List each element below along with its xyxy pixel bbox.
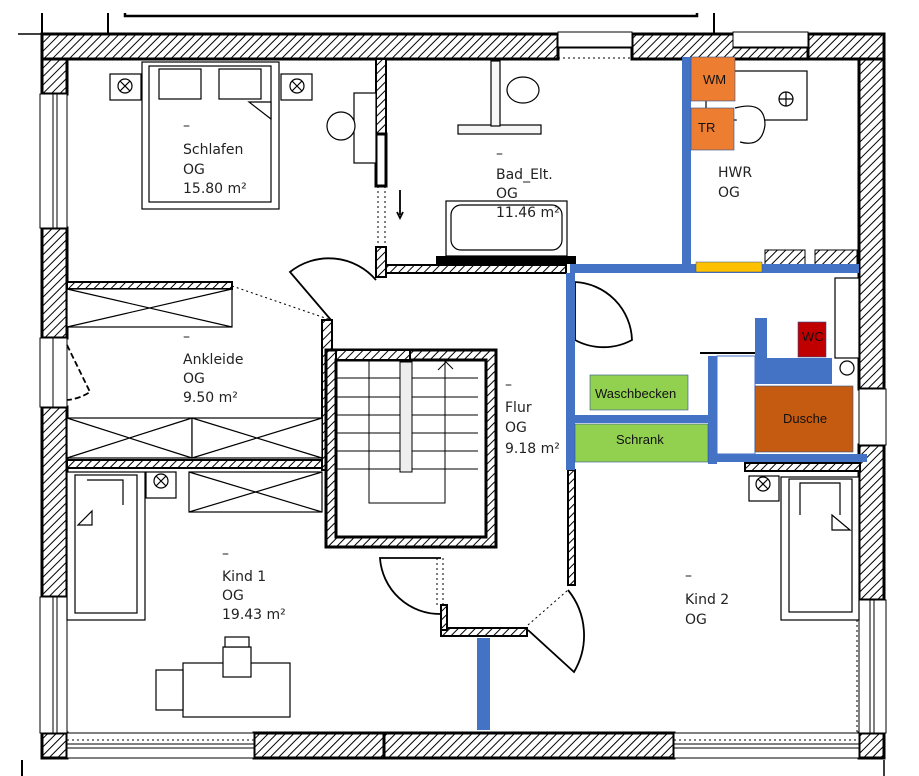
- annotation-wm: WM: [690, 56, 736, 102]
- new-wall: [682, 57, 691, 269]
- svg-text:Bad_Elt.: Bad_Elt.: [496, 167, 553, 183]
- windows: [39, 31, 887, 759]
- new-wall: [477, 638, 490, 730]
- stairwell: [324, 348, 498, 549]
- room-label-hwr: HWR OG: [718, 165, 752, 201]
- svg-text:11.46 m²: 11.46 m²: [496, 205, 560, 221]
- toilet-icon: [506, 76, 540, 104]
- svg-text:Waschbecken: Waschbecken: [595, 386, 676, 401]
- highlight-bar: [695, 261, 763, 273]
- doors: [66, 190, 633, 674]
- annotation-wc: WC: [797, 321, 827, 358]
- svg-text:Flur: Flur: [505, 400, 532, 416]
- svg-text:9.18 m²: 9.18 m²: [505, 441, 560, 457]
- svg-text:OG: OG: [718, 185, 740, 201]
- room-label-kind1: – Kind 1 OG 19.43 m²: [222, 546, 286, 623]
- annotation-waschbecken: Waschbecken: [589, 374, 689, 411]
- chair: [222, 646, 252, 678]
- room-label-bad: – Bad_Elt. OG 11.46 m²: [496, 146, 560, 221]
- new-wall: [566, 415, 713, 423]
- new-wall: [708, 356, 717, 464]
- annotation-schrank: Schrank: [574, 423, 709, 463]
- furniture: [66, 60, 860, 718]
- room-label-kind2: – Kind 2 OG: [685, 568, 729, 628]
- svg-text:15.80 m²: 15.80 m²: [183, 181, 247, 197]
- svg-text:Schrank: Schrank: [616, 432, 664, 447]
- new-wall: [755, 318, 767, 358]
- svg-text:–: –: [505, 377, 512, 393]
- svg-text:OG: OG: [505, 420, 527, 436]
- svg-text:–: –: [222, 546, 229, 562]
- svg-text:OG: OG: [685, 612, 707, 628]
- svg-text:WM: WM: [703, 72, 726, 87]
- svg-text:Kind 2: Kind 2: [685, 592, 729, 608]
- svg-text:TR: TR: [698, 120, 715, 135]
- site-lines: [18, 13, 715, 35]
- new-wall: [755, 358, 832, 384]
- svg-text:OG: OG: [183, 371, 205, 387]
- svg-text:Ankleide: Ankleide: [183, 352, 243, 368]
- svg-text:OG: OG: [496, 186, 518, 202]
- door-openings: [67, 57, 859, 741]
- room-label-schlafen: – Schlafen OG 15.80 m²: [183, 118, 247, 197]
- svg-text:–: –: [183, 118, 190, 134]
- svg-text:–: –: [685, 568, 692, 584]
- annotation-dusche: Dusche: [754, 385, 854, 453]
- svg-text:OG: OG: [183, 162, 205, 178]
- new-wall: [717, 454, 867, 462]
- svg-text:9.50 m²: 9.50 m²: [183, 390, 238, 406]
- room-label-ankleide: – Ankleide OG 9.50 m²: [183, 329, 243, 406]
- svg-text:Kind 1: Kind 1: [222, 569, 266, 585]
- svg-text:Schlafen: Schlafen: [183, 142, 243, 158]
- svg-text:WC: WC: [802, 329, 824, 344]
- svg-text:–: –: [496, 146, 503, 162]
- svg-text:Dusche: Dusche: [783, 411, 827, 426]
- svg-text:HWR: HWR: [718, 165, 752, 181]
- annotation-tr: TR: [690, 107, 735, 151]
- svg-text:OG: OG: [222, 588, 244, 604]
- svg-text:–: –: [183, 329, 190, 345]
- svg-text:19.43 m²: 19.43 m²: [222, 607, 286, 623]
- cabinet: [834, 277, 860, 359]
- room-label-flur: – Flur OG 9.18 m²: [505, 377, 560, 457]
- stool: [326, 111, 356, 141]
- new-wall: [566, 273, 575, 470]
- vanity: [353, 92, 377, 164]
